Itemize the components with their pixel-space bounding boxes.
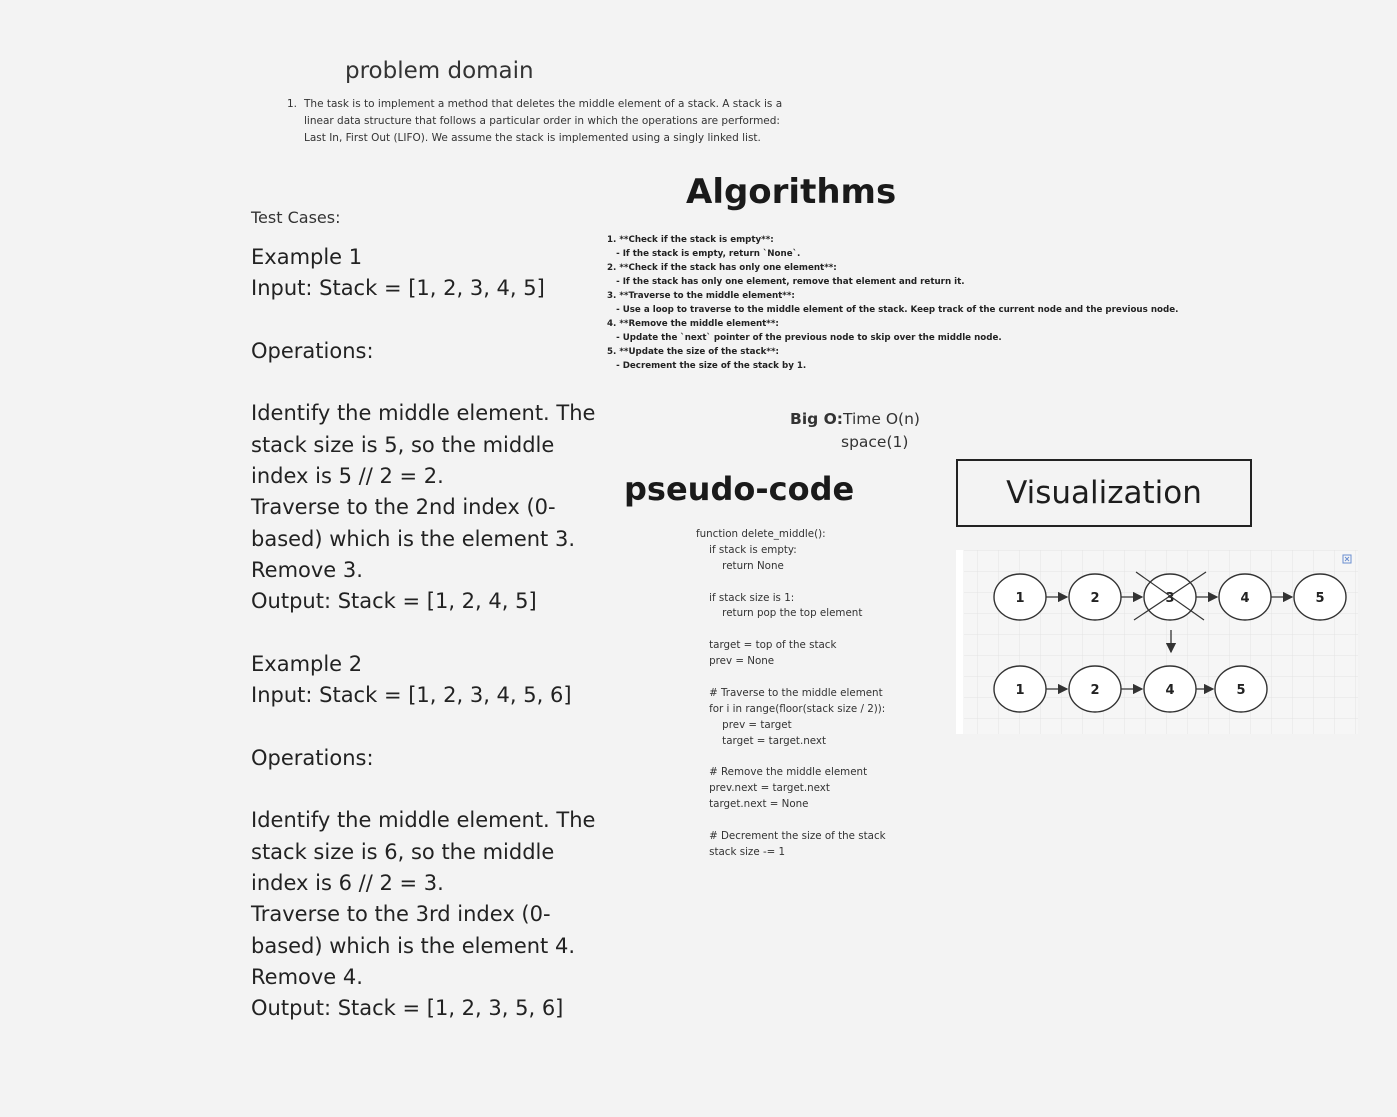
pseudo-code-line: prev = target — [696, 718, 792, 731]
test-case-line: Example 1 — [251, 245, 363, 269]
test-case-line: Input: Stack = [1, 2, 3, 4, 5] — [251, 276, 545, 301]
node-label: 4 — [1165, 683, 1174, 698]
test-case-line: Traverse to the 3rd index (0- — [251, 902, 551, 927]
algorithm-step-line: - If the stack has only one element, rem… — [607, 277, 965, 287]
test-case-line: stack size is 5, so the middle — [251, 432, 555, 457]
algorithm-step-line: 1. **Check if the stack is empty**: — [607, 235, 774, 245]
node-label: 5 — [1315, 591, 1324, 606]
pseudo-code-title: pseudo-code — [624, 470, 855, 508]
pseudo-code-line: return None — [696, 559, 784, 572]
pseudo-code-line: for i in range(floor(stack size / 2)): — [696, 702, 886, 715]
pseudo-code-line — [696, 670, 886, 686]
node-label: 5 — [1236, 683, 1245, 698]
node-label: 4 — [1240, 591, 1249, 606]
node-4: 4 — [1143, 665, 1197, 713]
algorithm-step-line: 5. **Update the size of the stack**: — [607, 347, 779, 357]
big-o-label: Big O: — [790, 410, 843, 428]
node-5: 5 — [1214, 665, 1268, 713]
pseudo-code-line — [696, 622, 886, 638]
pseudo-code-line: prev = None — [696, 655, 775, 668]
test-case-line: based) which is the element 3. — [251, 526, 576, 551]
problem-domain-item-text: The task is to implement a method that d… — [304, 98, 783, 144]
test-case-line — [251, 774, 596, 805]
node-1: 1 — [993, 665, 1047, 713]
test-case-line — [251, 711, 596, 742]
cross-out-line — [1135, 571, 1205, 621]
linked-list-diagram: 1 2 3 4 5 — [956, 550, 1358, 734]
test-case-line: stack size is 6, so the middle — [251, 839, 555, 864]
algorithm-step-line: - Update the `next` pointer of the previ… — [607, 333, 1002, 343]
test-case-line: Remove 4. — [251, 964, 363, 989]
node-label: 1 — [1015, 591, 1024, 606]
algorithms-title: Algorithms — [686, 172, 897, 212]
test-case-line — [251, 618, 596, 649]
big-o-time: Time O(n) — [843, 410, 920, 428]
algorithm-step-line: - Decrement the size of the stack by 1. — [607, 361, 807, 371]
node-2: 2 — [1068, 665, 1122, 713]
test-case-line: Operations: — [251, 745, 374, 770]
pseudo-code-line: # Traverse to the middle element — [696, 686, 883, 699]
node-label: 1 — [1015, 683, 1024, 698]
pseudo-code-line: target = target.next — [696, 734, 827, 747]
test-case-line: Output: Stack = [1, 2, 3, 5, 6] — [251, 996, 564, 1021]
algorithms-list: 1. **Check if the stack is empty**: - If… — [607, 233, 1178, 373]
pseudo-code-line: function delete_middle(): — [696, 528, 826, 540]
expand-icon[interactable] — [1342, 554, 1352, 564]
test-case-line: Remove 3. — [251, 557, 363, 582]
node-2: 2 — [1068, 573, 1122, 621]
node-1: 1 — [993, 573, 1047, 621]
pseudo-code-line: # Remove the middle element — [696, 766, 868, 779]
test-cases-label: Test Cases: — [251, 208, 341, 227]
test-case-line: index is 6 // 2 = 3. — [251, 870, 444, 895]
problem-domain-title: problem domain — [345, 58, 534, 84]
pseudo-code-line: # Decrement the size of the stack — [696, 829, 886, 842]
test-cases-body: Example 1 Input: Stack = [1, 2, 3, 4, 5] O… — [251, 242, 596, 1024]
test-case-line: Output: Stack = [1, 2, 4, 5] — [251, 589, 537, 614]
pseudo-code-line: if stack is empty: — [696, 543, 797, 556]
big-o-space: space(1) — [841, 433, 909, 451]
pseudo-code-line: target = top of the stack — [696, 639, 837, 652]
test-case-line: Identify the middle element. The — [251, 401, 596, 426]
problem-domain-list: 1. The task is to implement a method tha… — [287, 96, 787, 147]
problem-domain-item-number: 1. — [287, 98, 298, 110]
visualization-title: Visualization — [1006, 475, 1202, 511]
pseudo-code-line: target.next = None — [696, 798, 809, 811]
algorithm-step-line: - If the stack is empty, return `None`. — [607, 249, 801, 259]
test-case-line: based) which is the element 4. — [251, 933, 576, 958]
linked-list-before: 1 2 3 4 5 — [993, 571, 1347, 621]
node-label: 2 — [1090, 683, 1099, 698]
test-case-line — [251, 305, 596, 336]
node-5: 5 — [1293, 573, 1347, 621]
pseudo-code-line — [696, 575, 886, 591]
visualization-title-box: Visualization — [956, 459, 1252, 527]
pseudo-code-line — [696, 813, 886, 829]
test-case-line: Example 2 — [251, 651, 363, 676]
diagram-left-strip — [956, 550, 963, 734]
test-case-line: Traverse to the 2nd index (0- — [251, 495, 556, 520]
big-o-note: Big O:Time O(n) space(1) — [790, 408, 920, 454]
algorithm-step-line: 4. **Remove the middle element**: — [607, 319, 779, 329]
visualization-image: 1 2 3 4 5 — [956, 550, 1358, 734]
node-label: 2 — [1090, 591, 1099, 606]
pseudo-code-line: prev.next = target.next — [696, 782, 830, 795]
node-3-removed: 3 — [1133, 571, 1207, 621]
node-label: 3 — [1165, 591, 1174, 606]
pseudo-code-line — [696, 749, 886, 765]
test-case-line: Input: Stack = [1, 2, 3, 4, 5, 6] — [251, 683, 572, 708]
test-case-line: Operations: — [251, 338, 374, 363]
pseudo-code-line: if stack size is 1: — [696, 591, 795, 604]
pseudo-code-line: stack size -= 1 — [696, 845, 786, 858]
algorithm-step-line: 2. **Check if the stack has only one ele… — [607, 263, 837, 273]
algorithm-step-line: 3. **Traverse to the middle element**: — [607, 291, 795, 301]
pseudo-code-line: return pop the top element — [696, 607, 863, 620]
test-case-line — [251, 367, 596, 398]
test-case-line: index is 5 // 2 = 2. — [251, 464, 444, 489]
node-4: 4 — [1218, 573, 1272, 621]
algorithm-step-line: - Use a loop to traverse to the middle e… — [607, 305, 1179, 315]
test-case-line: Identify the middle element. The — [251, 808, 596, 833]
pseudo-code-block: function delete_middle(): if stack is em… — [696, 527, 886, 861]
linked-list-after: 1 2 4 5 — [993, 665, 1268, 713]
